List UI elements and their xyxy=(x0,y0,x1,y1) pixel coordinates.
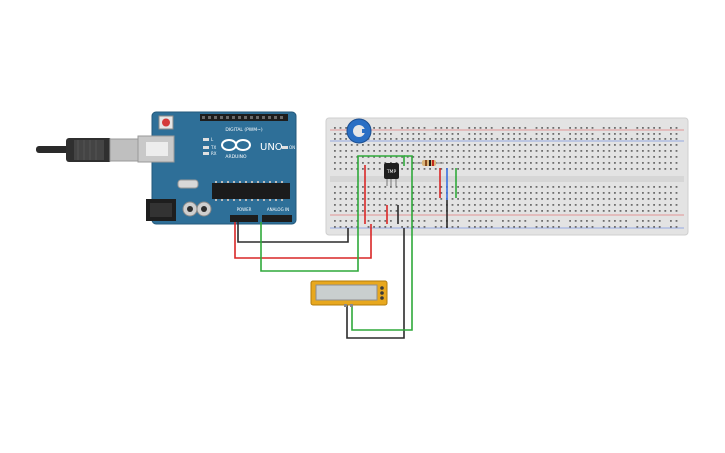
wire-green-a0 xyxy=(260,165,359,272)
power-header-label: POWER xyxy=(237,207,252,212)
arduino-logo-icon xyxy=(221,139,251,151)
wire-green-bb-2 xyxy=(357,155,405,166)
led-label-on: ON xyxy=(289,145,295,150)
potentiometer xyxy=(346,118,372,144)
connection-wires xyxy=(234,155,413,339)
arduino-model: UNO xyxy=(260,142,283,153)
digital-header-label: DIGITAL (PWM~) xyxy=(225,127,263,133)
breadboard-wires xyxy=(357,155,457,228)
analog-header-label: ANALOG IN xyxy=(267,207,289,212)
arduino-brand: ARDUINO xyxy=(225,154,247,160)
breadboard-holes xyxy=(334,127,678,228)
wire-black-gnd xyxy=(237,222,349,243)
breadboard xyxy=(325,117,689,236)
usb-cable xyxy=(36,138,139,162)
wire-green-lcd xyxy=(351,155,413,331)
resistor xyxy=(414,160,444,166)
temperature-sensor: TMP xyxy=(384,163,399,186)
wire-red-5v xyxy=(234,222,372,259)
led-label-rx: RX xyxy=(211,151,217,156)
led-label-tx: TX xyxy=(210,145,216,150)
lcd-display xyxy=(310,280,388,307)
wire-black-lcd xyxy=(346,228,405,339)
sensor-label: TMP xyxy=(386,169,397,175)
led-label-l: L xyxy=(211,137,214,142)
arduino-uno-board: DIGITAL (PWM~) L TX RX ON ARDUINO UNO xyxy=(137,111,297,225)
